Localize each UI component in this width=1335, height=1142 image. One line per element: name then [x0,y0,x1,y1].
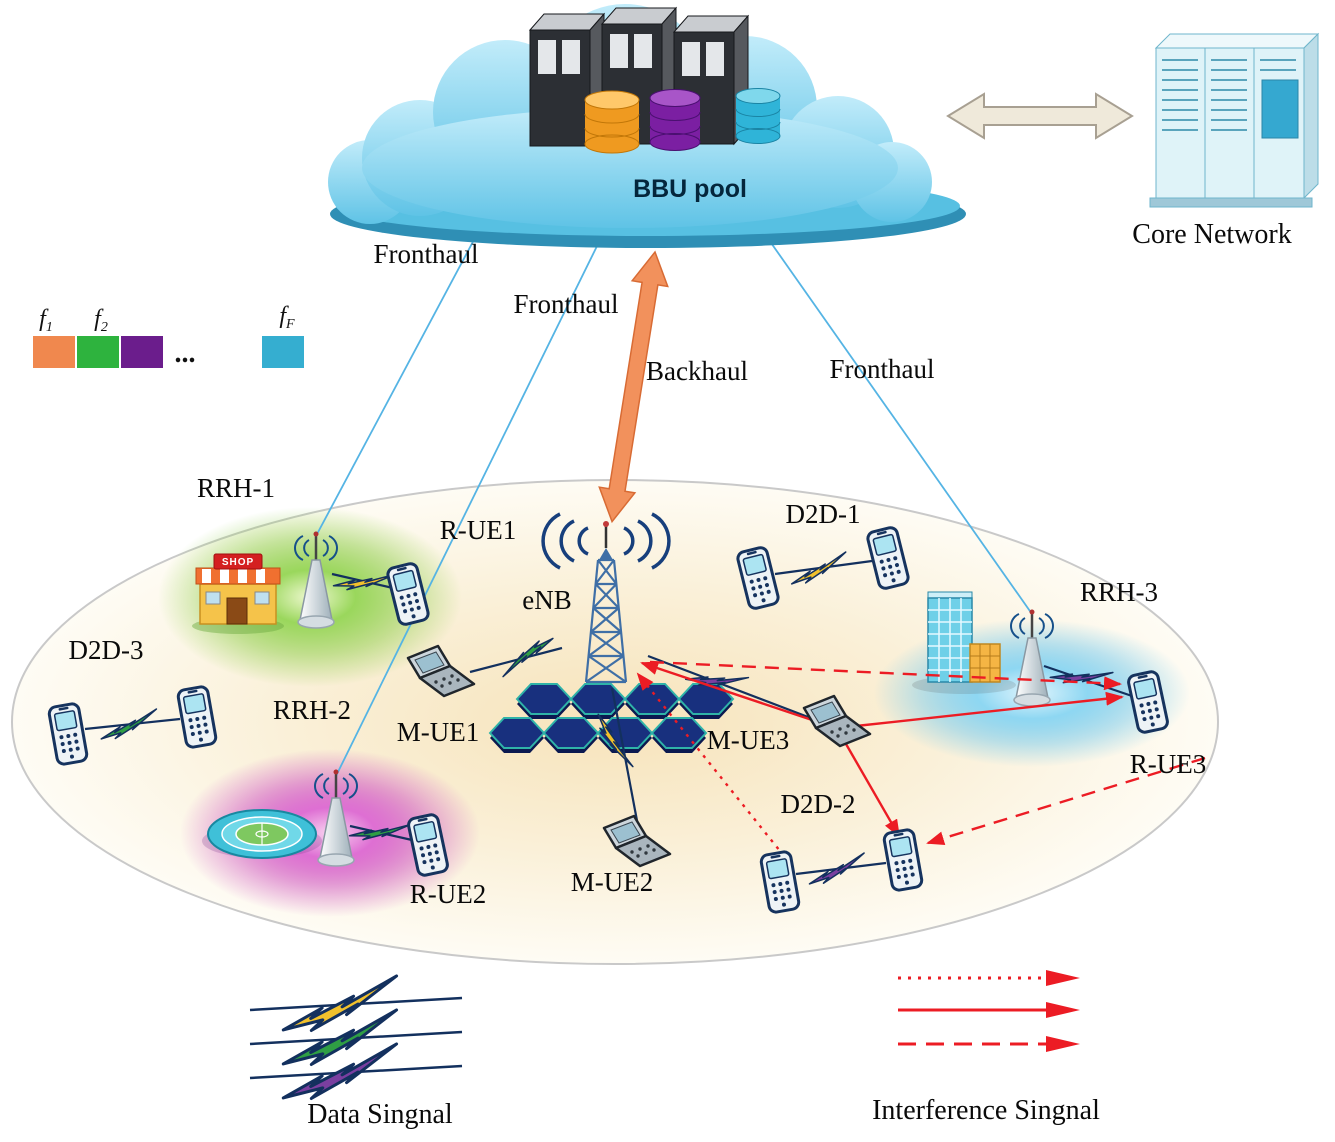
diagram-labels: Fronthaul Fronthaul Backhaul Fronthaul R… [69,239,1207,1130]
interference-mue3-d2d2 [844,743,901,838]
frequency-legend: f1 f2 fF ... [33,303,304,369]
core-link-arrow [946,92,1134,140]
label-backhaul: Backhaul [646,356,748,386]
label-d2d2: D2D-2 [781,789,856,819]
interference-d2d2-enb-dotted [636,672,785,857]
label-data-signal: Data Singnal [307,1099,453,1130]
label-rue3: R-UE3 [1130,749,1207,779]
link-enb-mue1 [469,646,563,674]
bbu-servers [528,6,781,154]
interference-mue3-enb [640,661,819,724]
backhaul-arrow [598,250,669,524]
enb-tower [541,512,671,684]
label-bbu-pool: BBU pool [633,175,747,203]
label-f2: f2 [94,306,108,335]
label-f1: f1 [39,306,53,335]
freq-swatch-fF [262,336,304,368]
label-mue2: M-UE2 [571,867,654,897]
label-rue1: R-UE1 [440,515,517,545]
freq-dots: ... [175,338,196,369]
freq-swatch-f2 [77,336,119,368]
label-mue3: M-UE3 [707,725,790,755]
fronthaul-line-1 [315,205,493,537]
label-fF: fF [279,303,295,332]
label-fronthaul-1: Fronthaul [374,239,479,269]
legend-bolt-purple [279,1042,401,1102]
interference-legend [898,970,1080,1052]
label-d2d3: D2D-3 [69,635,144,665]
freq-swatch-f1 [33,336,75,368]
link-enb-mue3 [647,654,817,722]
enb-radio-waves-icon [541,512,671,570]
interference-rue3-d2d2-dashed [926,756,1206,845]
database-cyan [735,88,781,144]
shop-sign: SHOP [222,557,254,568]
interference-enb-rue3-dashed [649,660,1122,691]
stadium [202,809,322,859]
core-network-servers [1149,32,1320,208]
fronthaul-links [315,205,1033,777]
label-fronthaul-2: Fronthaul [514,289,619,319]
fronthaul-line-3 [761,229,1033,615]
label-fronthaul-3: Fronthaul [830,354,935,384]
office-building [912,591,1016,694]
label-rue2: R-UE2 [410,879,487,909]
label-d2d1: D2D-1 [786,499,861,529]
label-interference-signal: Interference Singnal [872,1095,1100,1126]
fronthaul-line-2 [335,239,601,777]
label-core-network: Core Network [1132,219,1291,250]
label-mue1: M-UE1 [397,717,480,747]
label-rrh1: RRH-1 [197,473,275,503]
label-rrh2: RRH-2 [273,695,351,725]
database-purple [649,89,701,151]
label-enb: eNB [522,585,572,615]
shop-building: SHOP [192,553,284,634]
link-rrh3-rue3 [1043,664,1133,698]
data-signal-legend [249,974,463,1102]
interference-mue3-rue3 [855,691,1124,728]
interference-links [636,660,1206,857]
label-rrh3: RRH-3 [1080,577,1158,607]
freq-swatch-f3 [121,336,163,368]
database-orange [584,90,640,154]
